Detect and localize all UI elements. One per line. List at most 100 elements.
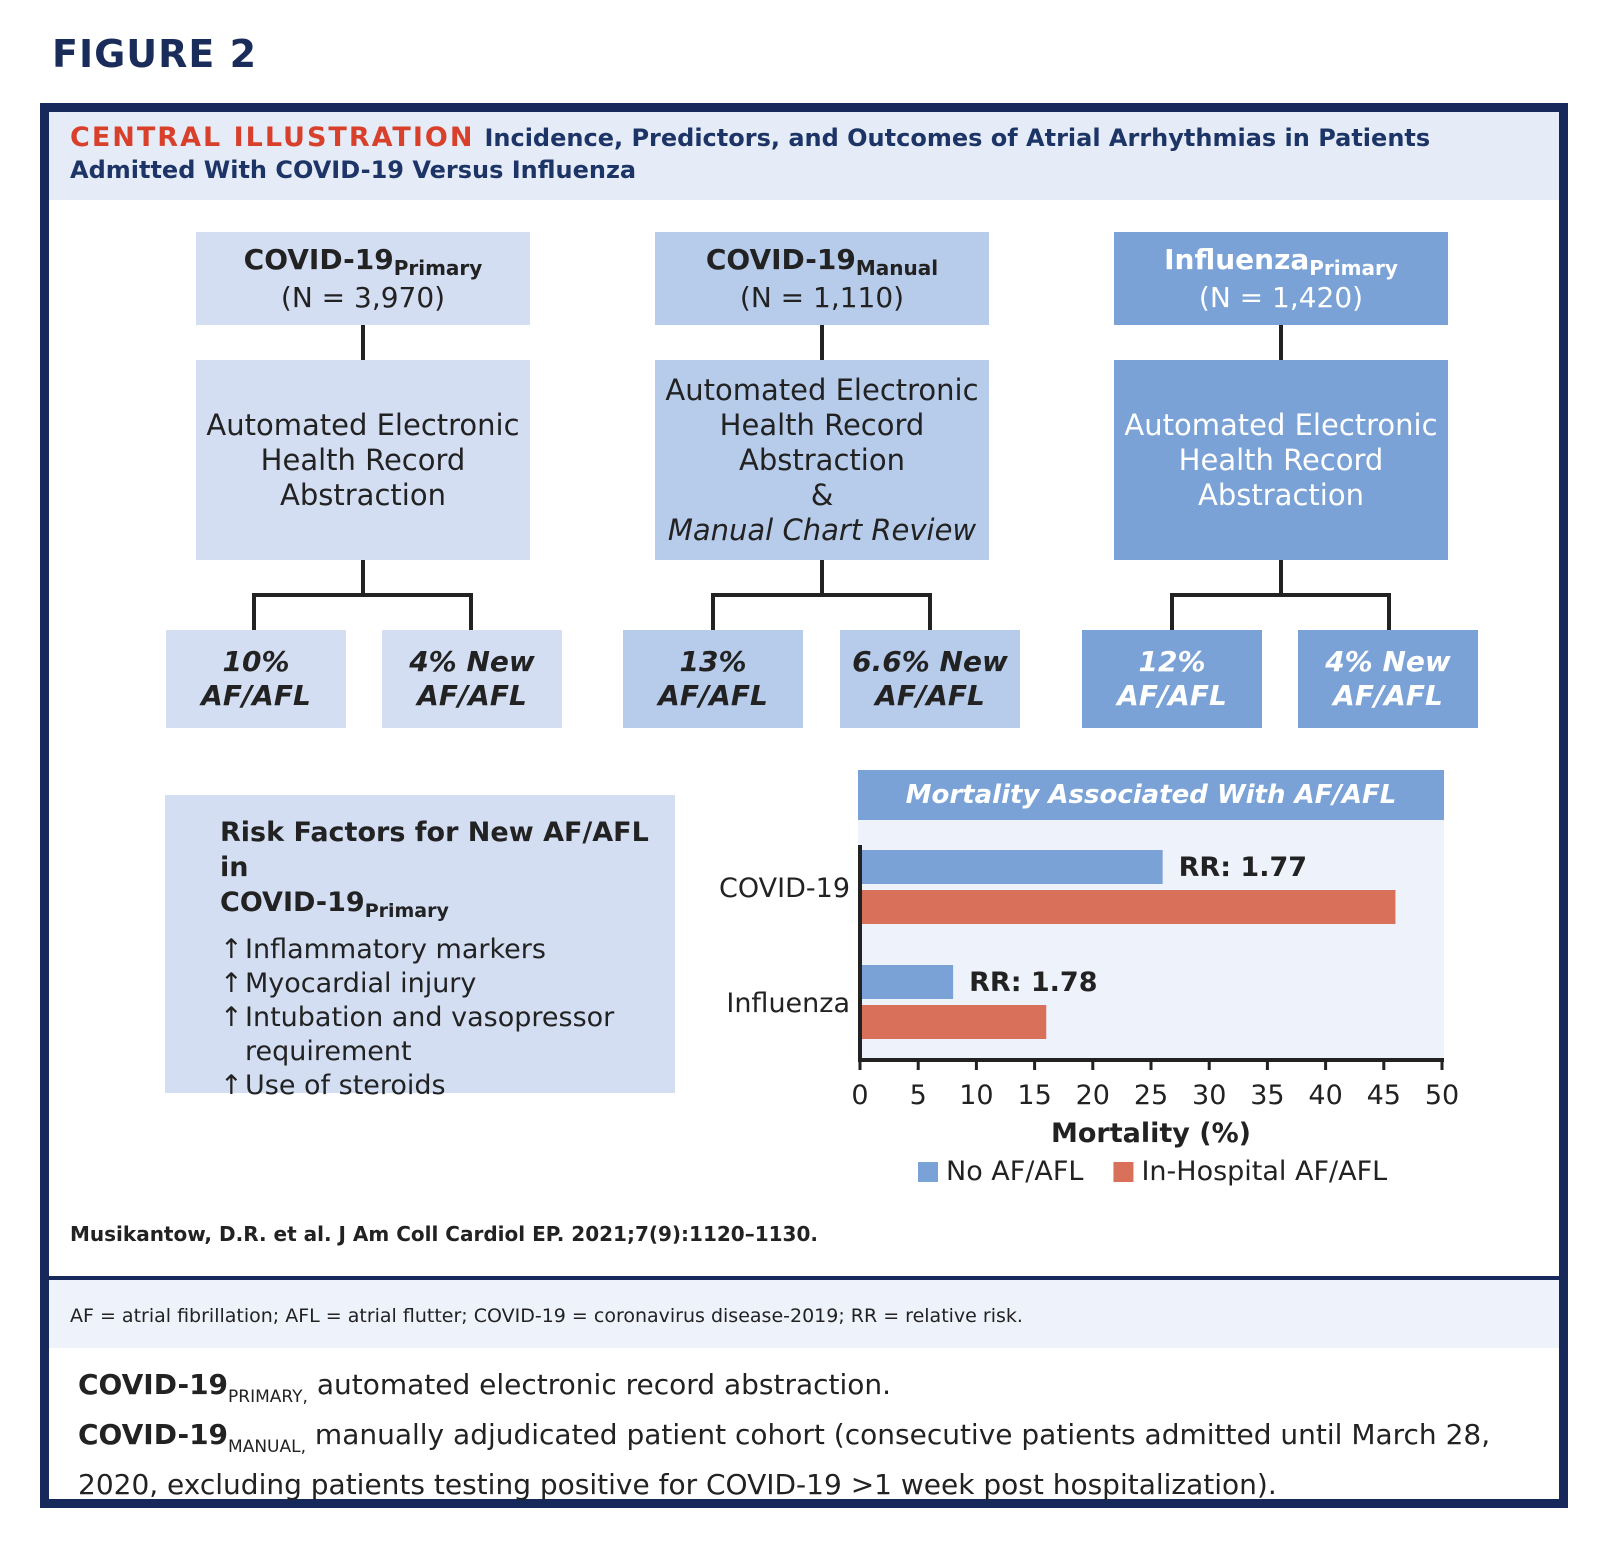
x-tick-label: 30 (1192, 1080, 1226, 1111)
cohort-header-covid-manual: COVID-19Manual (N = 1,110) (655, 232, 989, 325)
method-line: Abstraction (280, 477, 446, 512)
x-tick-label: 15 (1017, 1080, 1051, 1111)
abbreviations: AF = atrial fibrillation; AFL = atrial f… (70, 1305, 1023, 1327)
risk-title-line: Risk Factors for New AF/AFL in (220, 817, 649, 883)
central-illustration-tag: CENTRAL ILLUSTRATION (70, 122, 475, 153)
citation: Musikantow, D.R. et al. J Am Coll Cardio… (70, 1222, 818, 1246)
result-box: 12% AF/AFL (1082, 630, 1262, 728)
cohort-subscript: Primary (393, 255, 483, 280)
method-line: Manual Chart Review (667, 512, 977, 547)
result-label: AF/AFL (875, 679, 985, 712)
cohort-name: COVID-19 (243, 242, 394, 276)
connector (1170, 593, 1391, 597)
risk-factors-box: Risk Factors for New AF/AFL in COVID-19P… (165, 795, 675, 1101)
method-line: Automated Electronic (665, 372, 979, 407)
result-box: 4% New AF/AFL (382, 630, 562, 728)
method-box-covid-primary: Automated Electronic Health Record Abstr… (196, 360, 530, 560)
risk-factor-list: ↑Inflammatory markers ↑Myocardial injury… (220, 933, 675, 1103)
connector (252, 593, 473, 597)
connector (1170, 593, 1174, 631)
method-line: & (810, 477, 834, 512)
method-line: Automated Electronic (206, 407, 520, 442)
bar-in-hospital-af-afl (860, 1005, 1047, 1039)
risk-title-cohort: COVID-19 (220, 887, 365, 918)
connector (252, 593, 256, 631)
legend-swatch (918, 1162, 938, 1182)
bar-no-af-afl (860, 965, 954, 999)
result-value: 10% (222, 645, 290, 678)
connector (711, 593, 715, 631)
risk-factor-item: ↑Myocardial injury (220, 967, 675, 1001)
x-axis-label: Mortality (%) (1051, 1118, 1251, 1149)
legend-label: In-Hospital AF/AFL (1141, 1156, 1387, 1187)
risk-factor-text: Myocardial injury (245, 968, 477, 999)
cohort-header-covid-primary: COVID-19Primary (N = 3,970) (196, 232, 530, 325)
method-box-covid-manual: Automated Electronic Health Record Abstr… (655, 360, 989, 560)
x-tick-label: 10 (959, 1080, 993, 1111)
result-box: 13% AF/AFL (623, 630, 803, 728)
cohort-subscript: Manual (855, 255, 939, 280)
x-tick-label: 25 (1134, 1080, 1168, 1111)
result-box: 6.6% New AF/AFL (840, 630, 1020, 728)
method-line: Health Record (260, 442, 466, 477)
result-box: 10% AF/AFL (166, 630, 346, 728)
footnote-text: manually adjudicated patient cohort (con… (78, 1418, 1491, 1501)
footnote: COVID-19PRIMARY, automated electronic re… (78, 1362, 1538, 1412)
risk-factor-text: Intubation and vasopressor requirement (245, 1002, 615, 1067)
connector (1279, 560, 1283, 595)
risk-factors-title: Risk Factors for New AF/AFL in COVID-19P… (220, 815, 675, 923)
connector (469, 593, 473, 631)
risk-title-subscript: Primary (364, 900, 449, 922)
x-tick-label: 5 (910, 1080, 927, 1111)
up-arrow-icon: ↑ (220, 1002, 243, 1033)
result-label: AF/AFL (1333, 679, 1443, 712)
x-tick-label: 40 (1308, 1080, 1342, 1111)
risk-factor-item: ↑Intubation and vasopressor requirement (220, 1001, 675, 1069)
footnote-term: COVID-19 (78, 1368, 229, 1401)
risk-factor-item: ↑Use of steroids (220, 1069, 675, 1103)
x-tick-label: 45 (1367, 1080, 1401, 1111)
rr-annotation: RR: 1.78 (969, 967, 1097, 998)
connector (1387, 593, 1391, 631)
method-line: Abstraction (1198, 477, 1364, 512)
result-box: 4% New AF/AFL (1298, 630, 1478, 728)
cohort-name: Influenza (1164, 242, 1310, 276)
connector (361, 560, 365, 595)
result-value: 12% (1138, 645, 1206, 678)
footnote-subscript: MANUAL, (228, 1437, 307, 1457)
category-label: Influenza (726, 988, 850, 1019)
risk-factor-text: Inflammatory markers (245, 934, 546, 965)
risk-factor-text: Use of steroids (245, 1070, 446, 1101)
cohort-n: (N = 1,110) (739, 280, 905, 314)
result-value: 13% (679, 645, 747, 678)
connector (820, 560, 824, 595)
method-line: Health Record (1178, 442, 1384, 477)
abbreviations-band (49, 1280, 1559, 1348)
figure-label: FIGURE 2 (52, 32, 258, 76)
result-value: 4% New (1325, 645, 1451, 678)
footnote-text: automated electronic record abstraction. (307, 1368, 892, 1401)
cohort-n: (N = 3,970) (280, 280, 446, 314)
up-arrow-icon: ↑ (220, 1070, 243, 1101)
cohort-header-influenza-primary: InfluenzaPrimary (N = 1,420) (1114, 232, 1448, 325)
result-label: AF/AFL (658, 679, 768, 712)
x-tick-label: 35 (1250, 1080, 1284, 1111)
chart-title: Mortality Associated With AF/AFL (858, 770, 1444, 820)
x-tick-label: 20 (1076, 1080, 1110, 1111)
connector (928, 593, 932, 631)
footnote: COVID-19MANUAL, manually adjudicated pat… (78, 1412, 1538, 1507)
result-label: AF/AFL (201, 679, 311, 712)
result-value: 6.6% New (852, 645, 1008, 678)
cohort-subscript: Primary (1309, 255, 1398, 280)
legend-swatch (1113, 1162, 1134, 1182)
x-tick-label: 0 (851, 1080, 868, 1111)
connector (711, 593, 932, 597)
legend-label: No AF/AFL (946, 1156, 1083, 1187)
method-line: Health Record (719, 407, 925, 442)
x-tick-label: 50 (1425, 1080, 1459, 1111)
result-value: 4% New (409, 645, 535, 678)
result-label: AF/AFL (417, 679, 527, 712)
header-band (49, 112, 1559, 200)
